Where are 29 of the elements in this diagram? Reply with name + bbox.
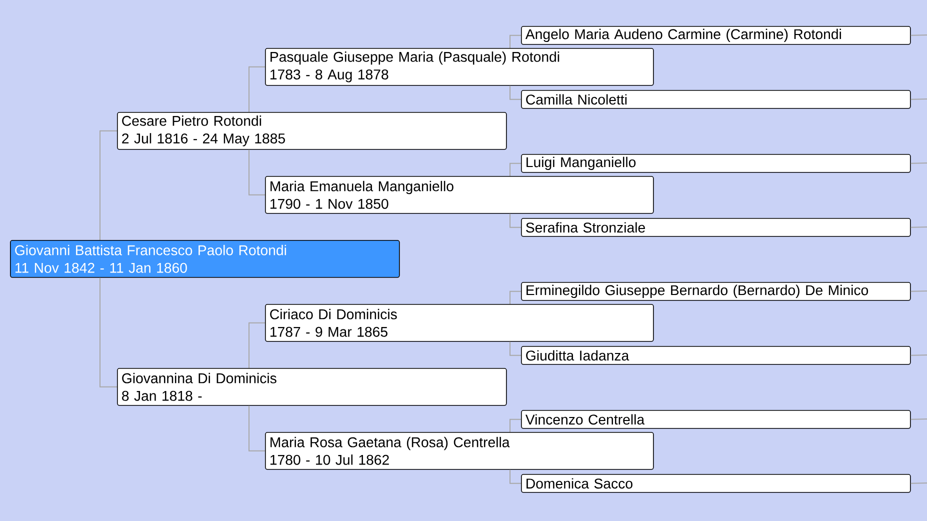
connector-line [510, 469, 522, 484]
connector-line [100, 130, 118, 240]
person-box: Maria Rosa Gaetana (Rosa) Centrella 1780 - 10 Jul 1862 [265, 432, 654, 470]
person-box: Erminegildo Giuseppe Bernardo (Bernardo) De Minico [521, 282, 911, 301]
person-box: Cesare Pietro Rotondi 2 Jul 1816 - 24 May 1885 [117, 112, 507, 150]
person-box: Vincenzo Centrella [521, 410, 911, 429]
selected-person-box: Giovanni Battista Francesco Paolo Rotondi 11 Nov 1842 - 11 Jan 1860 [10, 240, 400, 278]
person-box: Angelo Maria Audeno Carmine (Carmine) Rotondi [521, 26, 911, 45]
connector-line [248, 405, 266, 452]
person-box: Camilla Nicoletti [521, 90, 911, 109]
connector-line [510, 85, 522, 100]
connector-line [248, 149, 266, 196]
connector-line [248, 322, 266, 368]
person-box: Pasquale Giuseppe Maria (Pasquale) Rotondi 1783 - 8 Aug 1878 [265, 48, 654, 86]
connector-line [510, 341, 522, 356]
connector-line [100, 277, 118, 388]
connector-line [510, 213, 522, 228]
person-box: Ciriaco Di Dominicis 1787 - 9 Mar 1865 [265, 304, 654, 342]
connector-line [510, 34, 522, 48]
connector-line [248, 66, 266, 112]
person-box: Giuditta Iadanza [521, 346, 911, 365]
person-box: Serafina Stronziale [521, 218, 911, 237]
connector-line [510, 290, 522, 304]
person-box: Maria Emanuela Manganiello 1790 - 1 Nov 1850 [265, 176, 654, 214]
person-box: Giovannina Di Dominicis 8 Jan 1818 - [117, 368, 507, 406]
person-box: Domenica Sacco [521, 474, 911, 493]
person-box: Luigi Manganiello [521, 154, 911, 173]
connector-line [510, 162, 522, 176]
connector-line [510, 418, 522, 432]
